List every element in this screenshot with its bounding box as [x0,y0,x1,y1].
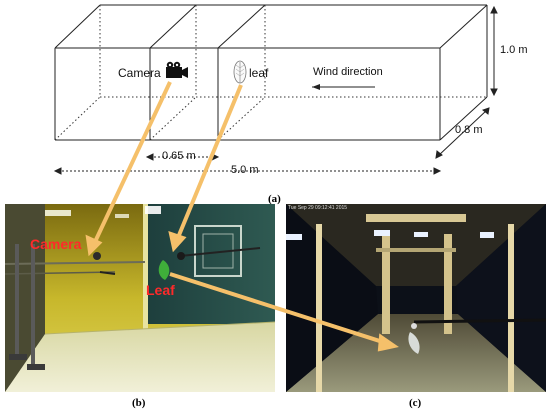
timestamp-overlay: Tue Sep 29 09:12:41 2015 [288,205,348,211]
photo-c: Tue Sep 29 09:12:41 2015 [286,204,546,392]
photo-b-scene [5,204,275,392]
camera-label-b: Camera [30,236,82,252]
leaf-shape-c [408,332,420,354]
caption-a: (a) [268,193,281,205]
caption-b: (b) [132,397,146,409]
leaf-icon [233,60,247,84]
caption-c: (c) [409,397,422,409]
width-dimension-arrow [435,107,490,159]
hidden-section-2-bottom [217,96,266,141]
leaf-label-a: leaf [249,66,269,80]
spacing-dimension-label: 0.65 m [162,150,196,162]
length-dimension-label: 5.0 m [231,164,259,176]
camera-label-a: Camera [118,66,161,80]
wind-tunnel-diagram [53,4,498,175]
photo-c-scene [286,204,546,392]
section-plane-1 [149,4,197,49]
leaf-label-b: Leaf [146,282,175,298]
leaf-shape-b [158,260,170,280]
hidden-depth-bottom-left [54,96,101,141]
width-dimension-label: 0.8 m [455,124,483,136]
video-camera-icon [166,61,188,78]
tunnel-depth-top-left [54,4,101,49]
tunnel-depth-top-right [439,4,488,49]
height-dimension-label: 1.0 m [500,44,528,56]
length-dimension-arrow [53,167,442,175]
camera-device [93,252,101,260]
wind-direction-label: Wind direction [313,66,383,78]
hidden-section-1-bottom [149,96,197,141]
section-plane-2 [217,4,266,49]
height-dimension-arrow [490,5,498,97]
arrow-left-icon [312,84,375,90]
photo-b [5,204,275,392]
tunnel-depth-bottom-right [439,96,488,141]
